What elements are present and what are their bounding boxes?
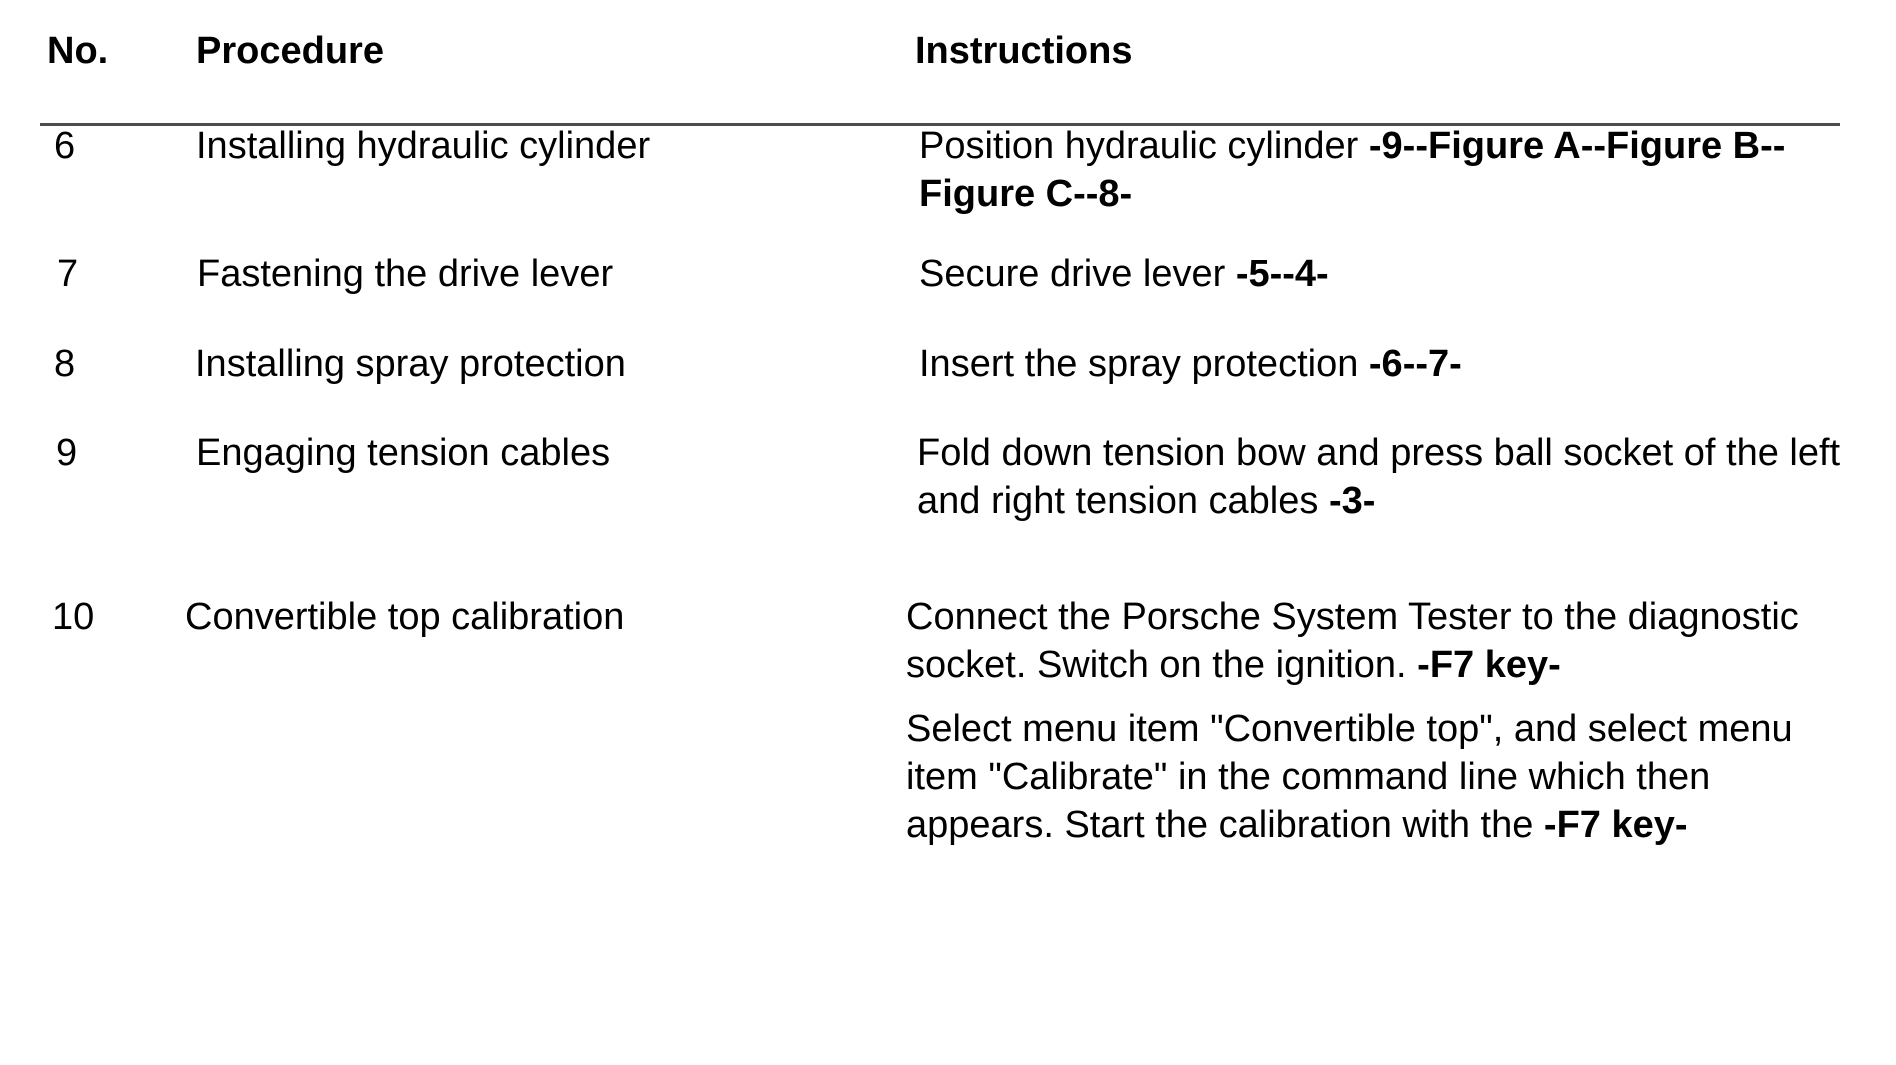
- column-header-instructions: Instructions: [915, 30, 1133, 72]
- cell-instructions: Fold down tension bow and press ball soc…: [917, 429, 1852, 525]
- instruction-paragraph: Insert the spray protection -6--7-: [919, 340, 1879, 388]
- instruction-paragraph: Fold down tension bow and press ball soc…: [917, 429, 1852, 525]
- cell-no: 6: [54, 125, 76, 167]
- cell-instructions: Position hydraulic cylinder -9--Figure A…: [919, 122, 1849, 218]
- cell-instructions: Insert the spray protection -6--7-: [919, 340, 1879, 388]
- instruction-text: Position hydraulic cylinder: [919, 125, 1369, 167]
- reference-marker: -3-: [1328, 480, 1376, 522]
- instruction-paragraph: Secure drive lever -5--4-: [919, 250, 1879, 298]
- cell-procedure: Installing hydraulic cylinder: [196, 125, 651, 167]
- cell-no: 10: [52, 596, 95, 638]
- cell-instructions: Connect the Porsche System Tester to the…: [906, 593, 1836, 849]
- cell-procedure: Engaging tension cables: [196, 432, 611, 474]
- cell-no: 9: [56, 432, 78, 474]
- instruction-text: Fold down tension bow and press ball soc…: [917, 432, 1841, 522]
- instruction-paragraph: Connect the Porsche System Tester to the…: [906, 593, 1836, 689]
- reference-marker: -F7 key-: [1417, 644, 1561, 686]
- cell-procedure: Installing spray protection: [195, 343, 626, 385]
- reference-marker: -6--7-: [1368, 343, 1462, 385]
- cell-procedure: Convertible top calibration: [185, 596, 625, 638]
- header-divider-rule: [40, 123, 1840, 126]
- cell-no: 7: [57, 253, 79, 295]
- instruction-text: Select menu item "Convertible top", and …: [906, 708, 1793, 846]
- reference-marker: -9--Figure A--Figure B--Figure C--8-: [919, 125, 1786, 215]
- instruction-paragraph: Select menu item "Convertible top", and …: [906, 705, 1836, 849]
- reference-marker: -5--4-: [1235, 253, 1329, 295]
- cell-procedure: Fastening the drive lever: [197, 253, 614, 295]
- instruction-text: Connect the Porsche System Tester to the…: [906, 596, 1799, 686]
- cell-instructions: Secure drive lever -5--4-: [919, 250, 1879, 298]
- column-header-no: No.: [47, 30, 109, 72]
- table-header-row: No. Procedure Instructions: [0, 28, 1896, 84]
- instruction-paragraph: Position hydraulic cylinder -9--Figure A…: [919, 122, 1849, 218]
- instruction-text: Secure drive lever: [919, 253, 1236, 295]
- instruction-text: Insert the spray protection: [919, 343, 1369, 385]
- cell-no: 8: [54, 343, 76, 385]
- reference-marker: -F7 key-: [1543, 804, 1688, 846]
- column-header-procedure: Procedure: [196, 30, 384, 72]
